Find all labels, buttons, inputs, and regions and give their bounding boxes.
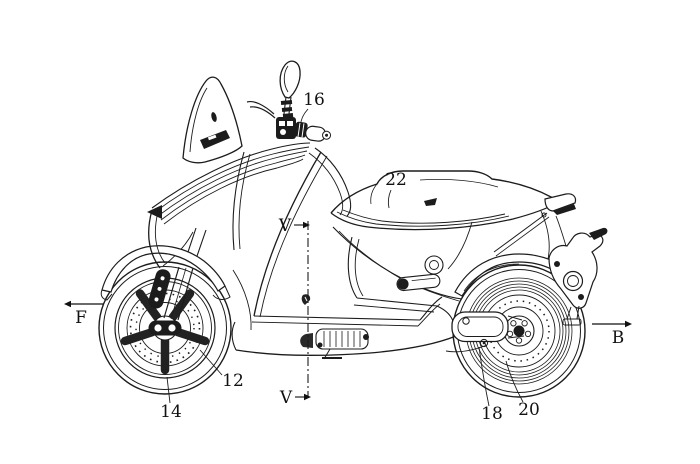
handlebar <box>246 100 332 142</box>
mirror-head <box>279 60 301 99</box>
mirror <box>279 60 301 123</box>
carrier-stay <box>493 212 550 257</box>
ref-label-18: 18 <box>481 404 503 424</box>
frame-details <box>347 236 455 325</box>
ref-label-14: 14 <box>160 402 182 422</box>
tail-light-assembly <box>548 215 608 326</box>
windscreen <box>182 76 243 164</box>
ref-label-22: 22 <box>385 170 407 190</box>
nose-beak <box>147 205 162 219</box>
brake-lever <box>246 100 275 115</box>
seat <box>330 170 577 231</box>
leader-line-18 <box>478 346 490 407</box>
front-fender <box>100 245 231 301</box>
rear-hub-bolts <box>506 320 532 344</box>
tail-hook <box>589 227 608 240</box>
section-label-v-top: V <box>278 216 292 236</box>
seat-tail-bracket <box>544 193 577 212</box>
front-bodywork <box>147 142 352 331</box>
front-fork-lower <box>163 266 194 321</box>
reference-labels: 16 22 12 14 18 20 V V F B <box>64 90 632 424</box>
reflector <box>562 318 582 326</box>
swingarm <box>445 311 525 353</box>
passenger-footpeg <box>396 273 441 292</box>
powertrain-unit <box>300 328 369 360</box>
back-direction-label: B <box>612 328 625 348</box>
leader-line-16 <box>300 108 309 130</box>
throttle-grip <box>294 121 332 142</box>
front-wheel-spokes <box>120 289 210 375</box>
front-wheel <box>98 261 232 395</box>
leader-line-12 <box>199 349 223 376</box>
torque-arm <box>445 344 488 353</box>
leader-line-22 <box>387 189 392 209</box>
ref-label-20: 20 <box>518 400 540 420</box>
ref-label-12: 12 <box>222 371 244 391</box>
floorboard-underbody <box>231 296 457 356</box>
leader-line-20 <box>505 360 524 403</box>
leader-line-14 <box>166 376 171 404</box>
section-label-v-bottom: V <box>279 388 293 408</box>
seat-notch <box>424 198 437 206</box>
tail-lamp <box>562 270 584 292</box>
front-axle <box>148 320 182 336</box>
switchgear-block <box>276 117 296 139</box>
front-direction-label: F <box>75 308 87 328</box>
windscreen-mount <box>200 130 230 149</box>
windscreen-hole <box>211 112 217 122</box>
ref-label-16: 16 <box>303 90 325 110</box>
front-brake-caliper <box>148 269 171 309</box>
